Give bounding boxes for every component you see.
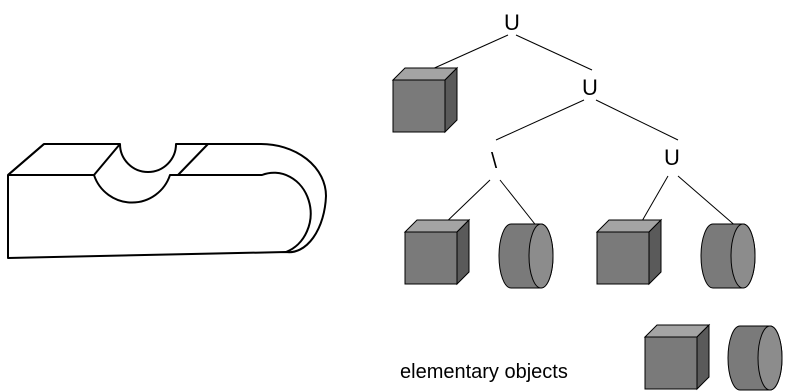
solid-body-outline <box>7 142 327 259</box>
cube-icon <box>644 324 710 390</box>
legend-caption: elementary objects <box>400 361 568 383</box>
solid-middle-edge <box>177 143 209 176</box>
cube-icon <box>404 219 470 285</box>
cylinder-icon <box>727 325 783 391</box>
composite-solid <box>7 142 327 259</box>
cylinder-icon <box>498 223 554 289</box>
solid-left-edge <box>7 143 45 176</box>
tree-edges <box>429 34 739 229</box>
edge-root-leaf1 <box>429 34 509 71</box>
edge-inner-cube <box>637 175 669 229</box>
root-union-operator: U <box>504 10 520 35</box>
edge-inner-cylinder <box>677 175 739 229</box>
inner-union-operator: U <box>664 145 680 170</box>
right-union-operator: U <box>582 75 598 100</box>
solid-notch-left-edge <box>93 143 121 176</box>
edge-difference-cylinder <box>499 179 539 229</box>
solid-front-face <box>8 171 312 253</box>
cylinder-icon <box>700 223 756 289</box>
difference-operator: \ <box>491 148 498 173</box>
cube-icon <box>596 219 662 285</box>
edge-union-difference <box>495 99 585 141</box>
cube-icon <box>392 67 458 133</box>
edge-union-inner <box>595 99 679 141</box>
edge-root-union <box>515 34 593 71</box>
